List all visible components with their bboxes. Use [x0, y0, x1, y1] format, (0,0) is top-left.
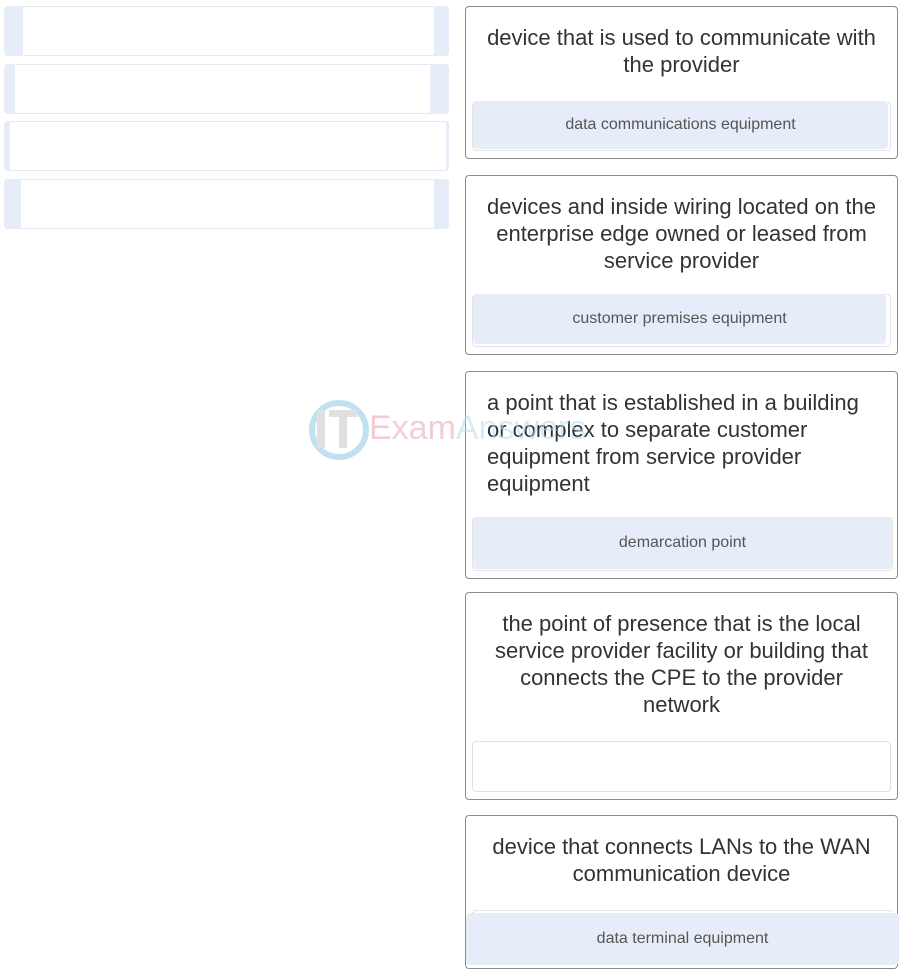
question-card: devices and inside wiring located on the… [465, 175, 898, 355]
answer-tile[interactable]: customer premises equipment [473, 294, 886, 344]
question-prompt: device that connects LANs to the WAN com… [492, 834, 871, 886]
question-card: a point that is established in a buildin… [465, 371, 898, 579]
source-slot[interactable] [4, 6, 449, 56]
answer-drop-zone[interactable]: customer premises equipment [472, 294, 891, 347]
source-slot[interactable] [4, 64, 449, 114]
question-card: device that connects LANs to the WAN com… [465, 815, 899, 969]
question-card: device that is used to communicate with … [465, 6, 898, 159]
question-card: the point of presence that is the local … [465, 592, 898, 800]
answer-tile[interactable]: data terminal equipment [466, 913, 899, 965]
answer-drop-zone[interactable]: demarcation point [472, 517, 893, 571]
question-prompt: a point that is established in a buildin… [487, 390, 859, 496]
answer-tile[interactable]: demarcation point [473, 517, 892, 569]
answer-tile[interactable]: data communications equipment [473, 101, 888, 149]
question-prompt: device that is used to communicate with … [487, 25, 876, 77]
answer-drop-zone[interactable]: data communications equipment [472, 101, 891, 151]
question-prompt: the point of presence that is the local … [495, 611, 868, 717]
source-slot[interactable] [4, 121, 449, 171]
answer-drop-zone[interactable]: data terminal equipment [466, 910, 899, 965]
source-slot[interactable] [4, 179, 449, 229]
answer-drop-zone-empty[interactable] [472, 741, 891, 792]
question-prompt: devices and inside wiring located on the… [487, 194, 876, 273]
watermark-logo-icon [309, 400, 369, 460]
